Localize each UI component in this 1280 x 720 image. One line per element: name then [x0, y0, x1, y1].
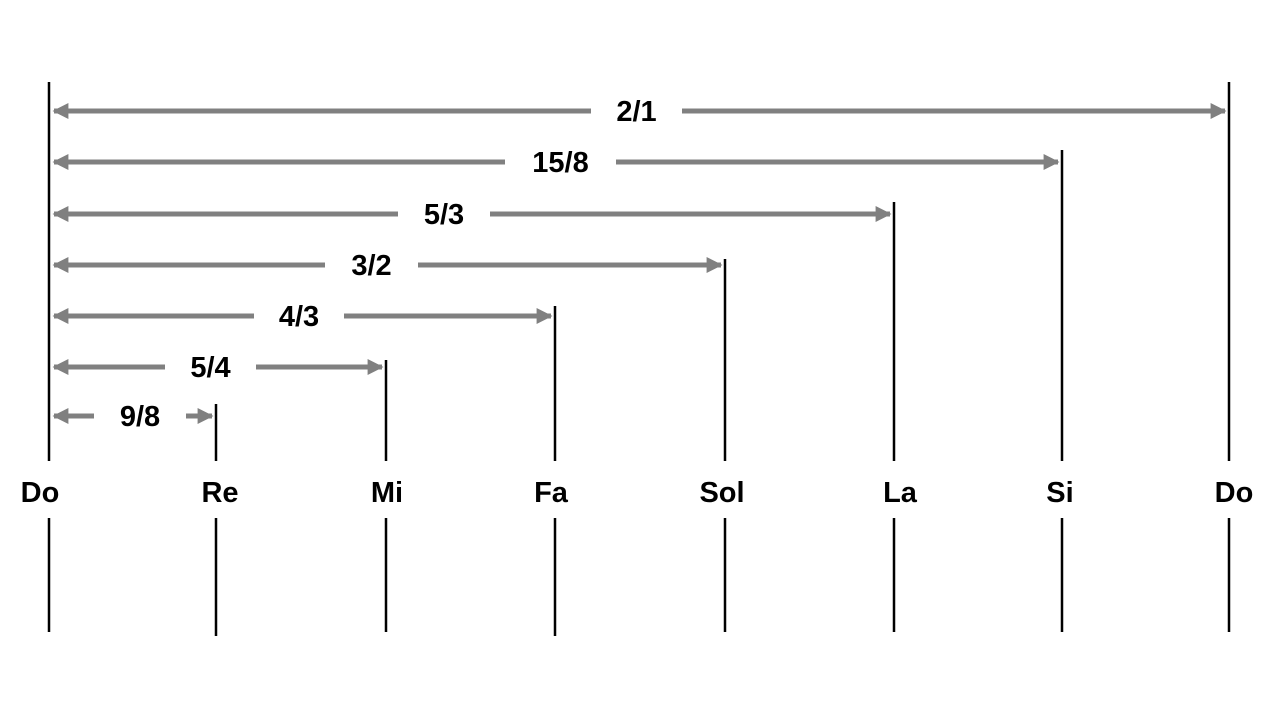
interval-arrow-15-8: 15/8	[52, 147, 1060, 179]
note-label-fa: Fa	[534, 477, 569, 509]
interval-arrow-3-2: 3/2	[52, 250, 723, 282]
note-label-mi: Mi	[371, 477, 403, 509]
note-lines	[47, 82, 1231, 636]
note-label-do: Do	[21, 477, 60, 509]
interval-ratio-label: 4/3	[279, 301, 319, 333]
note-label-sol: Sol	[699, 477, 744, 509]
interval-arrow-5-3: 5/3	[52, 199, 892, 231]
interval-ratio-label: 5/4	[190, 352, 230, 384]
interval-arrow-4-3: 4/3	[52, 301, 553, 333]
note-label-si: Si	[1046, 477, 1073, 509]
interval-arrow-2-1: 2/1	[52, 96, 1227, 128]
interval-ratio-label: 5/3	[424, 199, 464, 231]
interval-arrow-5-4: 5/4	[52, 352, 384, 384]
interval-arrows: 2/1 15/8 5/3 3/2 4/3 5/4 9/8	[52, 96, 1227, 433]
note-label-do-octave: Do	[1215, 477, 1254, 509]
interval-ratio-label: 2/1	[616, 96, 656, 128]
interval-ratio-label: 9/8	[120, 401, 160, 433]
interval-ratio-label: 15/8	[532, 147, 588, 179]
interval-arrow-9-8: 9/8	[52, 401, 214, 433]
note-labels: Do Re Mi Fa Sol La Si Do	[21, 477, 1254, 509]
interval-ratio-label: 3/2	[351, 250, 391, 282]
note-label-la: La	[883, 477, 918, 509]
note-label-re: Re	[201, 477, 238, 509]
